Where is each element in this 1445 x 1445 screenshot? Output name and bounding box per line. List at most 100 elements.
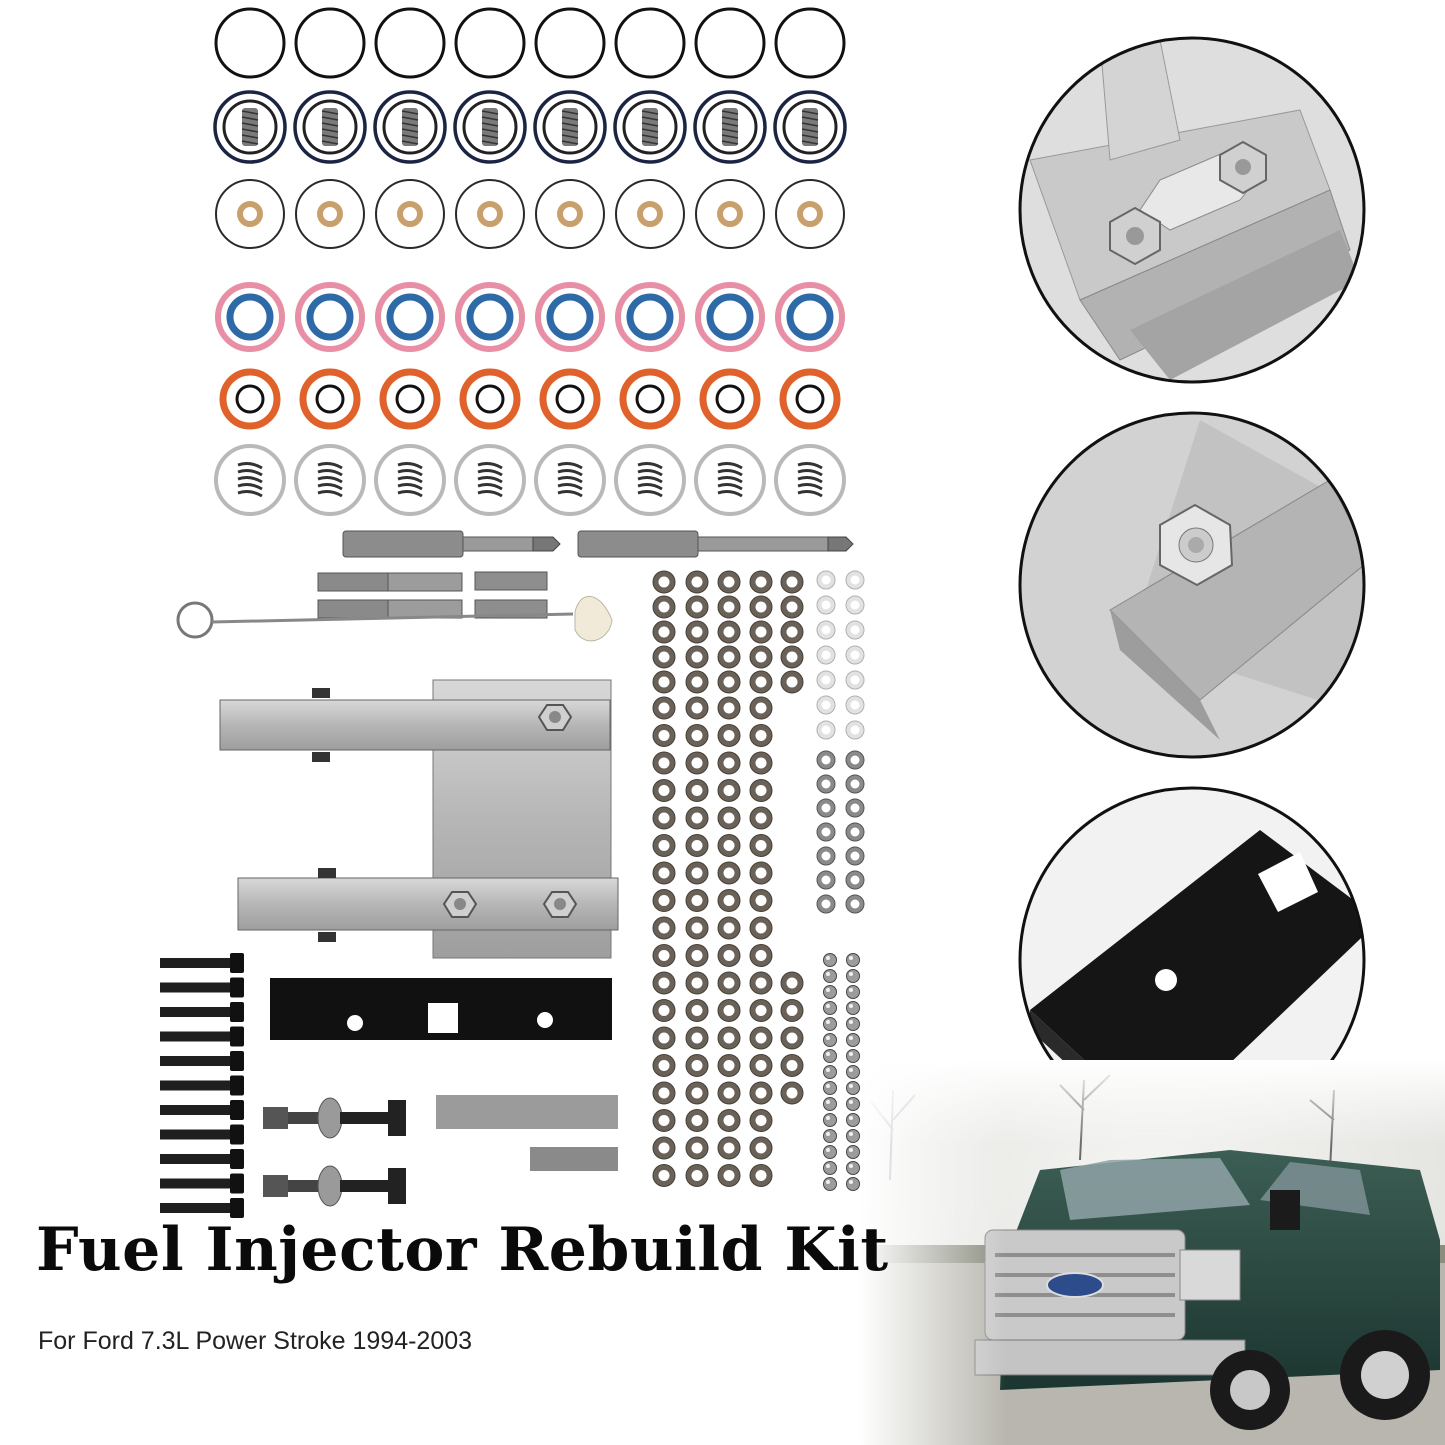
copper-washer <box>652 1054 676 1077</box>
check-ball <box>823 1001 837 1015</box>
small-black-o-ring <box>555 384 585 414</box>
long-bolt <box>160 1100 244 1120</box>
coil-spring-icon <box>237 462 263 498</box>
blue-o-ring <box>546 293 594 341</box>
long-bolt <box>160 1124 244 1145</box>
light-washer <box>816 620 836 640</box>
copper-washer <box>685 806 709 830</box>
inner-ring <box>622 99 678 155</box>
orange-o-ring <box>299 368 361 430</box>
inner-ring <box>782 99 838 155</box>
check-ball <box>823 1177 837 1191</box>
copper-washer <box>685 971 709 995</box>
copper-washer <box>652 779 676 802</box>
copper-washer <box>749 670 773 694</box>
injector-holder-tool <box>219 679 619 959</box>
navy-o-ring <box>773 90 847 164</box>
steel-washer <box>816 846 836 866</box>
steel-washer <box>816 870 836 890</box>
copper-washer <box>652 916 676 940</box>
check-ball <box>846 1001 860 1015</box>
copper-washer <box>780 999 804 1022</box>
black-o-ring <box>694 7 766 79</box>
navy-o-ring <box>693 90 767 164</box>
copper-washer <box>652 620 676 644</box>
copper-washer <box>685 1026 709 1050</box>
light-washer <box>845 670 865 690</box>
check-ball <box>823 1097 837 1111</box>
copper-washer <box>717 696 741 720</box>
copper-washer <box>652 1081 676 1105</box>
copper-washer <box>717 944 741 967</box>
copper-washer <box>652 696 676 720</box>
check-ball <box>846 1081 860 1095</box>
copper-washer <box>652 944 676 967</box>
long-bolts <box>160 953 244 1218</box>
check-ball <box>846 1049 860 1063</box>
steel-washer <box>845 822 865 842</box>
copper-washer <box>717 1026 741 1050</box>
small-black-o-ring <box>795 384 825 414</box>
copper-washer <box>685 751 709 775</box>
clear-ring <box>214 444 286 516</box>
check-ball <box>846 1113 860 1127</box>
check-ball <box>823 1017 837 1031</box>
check-ball <box>823 1161 837 1175</box>
copper-washer <box>749 620 773 644</box>
copper-washer <box>780 1081 804 1105</box>
orange-o-ring <box>699 368 761 430</box>
blue-o-ring <box>306 293 354 341</box>
copper-washer <box>749 696 773 720</box>
copper-washer <box>717 620 741 644</box>
washer-grid <box>652 570 865 1191</box>
orange-o-ring <box>539 368 601 430</box>
clear-ring <box>774 444 846 516</box>
copper-washer <box>685 889 709 912</box>
copper-washer <box>717 999 741 1022</box>
copper-washer <box>717 806 741 830</box>
copper-washer <box>685 670 709 694</box>
light-washer <box>816 670 836 690</box>
copper-washer <box>749 889 773 912</box>
light-washer <box>816 570 836 590</box>
coil-spring-icon <box>557 462 583 498</box>
copper-washer <box>652 889 676 912</box>
truck-photo <box>860 1060 1445 1445</box>
copper-washer <box>652 1026 676 1050</box>
thin-o-ring <box>775 179 845 249</box>
small-black-o-ring <box>715 384 745 414</box>
copper-washer <box>717 1054 741 1077</box>
check-ball <box>823 1081 837 1095</box>
brass-washer <box>637 201 663 227</box>
ring-grid <box>213 7 847 516</box>
coil-spring-icon <box>317 462 343 498</box>
light-washer <box>816 595 836 615</box>
copper-washer <box>717 834 741 857</box>
product-title: Fuel Injector Rebuild Kit <box>36 1215 889 1285</box>
copper-washer <box>685 570 709 594</box>
brass-washer <box>797 201 823 227</box>
long-bolt <box>160 1198 244 1218</box>
copper-washer <box>749 916 773 940</box>
blue-o-ring <box>226 293 274 341</box>
copper-washer <box>749 1054 773 1077</box>
navy-o-ring <box>213 90 287 164</box>
copper-washer <box>685 620 709 644</box>
pick-tool <box>176 595 613 642</box>
pink-o-ring <box>775 282 845 352</box>
copper-washer <box>749 1136 773 1160</box>
steel-washer <box>816 894 836 914</box>
copper-washer <box>749 971 773 995</box>
clear-ring <box>534 444 606 516</box>
copper-washer <box>717 1136 741 1160</box>
spring-icon <box>561 108 579 146</box>
copper-washer <box>685 645 709 669</box>
check-ball <box>823 985 837 999</box>
orange-o-ring <box>459 368 521 430</box>
steel-washer <box>816 822 836 842</box>
copper-washer <box>685 1081 709 1105</box>
coil-spring-icon <box>397 462 423 498</box>
light-washer <box>845 620 865 640</box>
copper-washer <box>717 916 741 940</box>
